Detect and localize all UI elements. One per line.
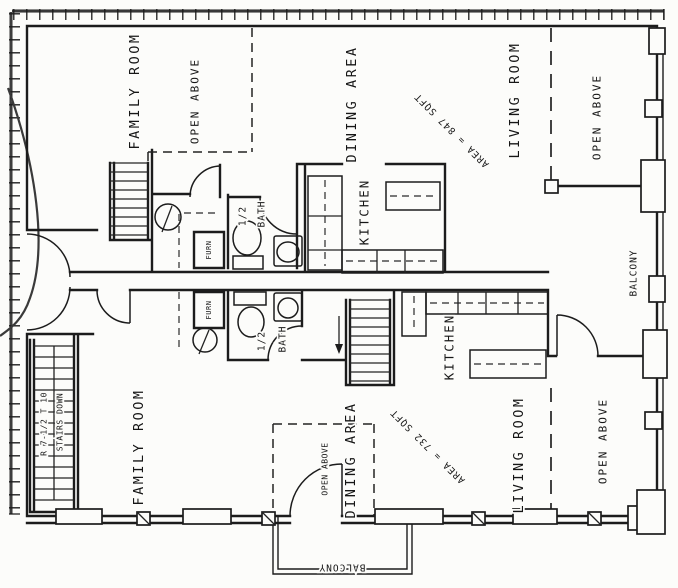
label-area-lower: AREA = 732 SQFT [388,406,467,485]
interior-walls [25,24,659,525]
upper-stairs-treads [110,162,148,236]
label-stairs-spec: R 7-1/2 T 10 [40,392,49,456]
label-open-above-lower-right: OPEN ABOVE [597,398,610,484]
upper-kitchen-counter-dividers [308,215,342,251]
right-balcony-door [556,314,599,357]
lower-kitchen-island [469,349,547,379]
right-pier [648,27,666,55]
label-bath-upper: BATH [257,201,268,228]
upper-bath-sink-base [232,255,264,270]
label-half-upper: 1/2 [238,206,249,226]
upper-kitchen-counter-base [341,249,444,274]
piers [55,27,668,535]
closet-dashes [178,212,220,348]
open-above-upper-left-boundary [147,28,253,162]
lower-bath-sink-base [233,291,267,306]
scan-artifact-curve [0,87,40,337]
lower-water-heater-mark [198,329,210,355]
balcony-rails [272,30,664,575]
label-open-above-upper-left: OPEN ABOVE [189,58,202,144]
upper-water-heater [154,203,182,231]
upper-kitchen-base-dividers [376,250,406,273]
label-furn-lower: FURN [205,301,213,320]
lower-unit-entry-door [96,289,131,324]
counter-centerlines [324,180,544,365]
dashed-lines [147,28,552,516]
bottom-pier [512,508,558,525]
label-living-upper: LIVING ROOM [507,42,523,159]
exterior-hatched-walls [9,9,665,515]
label-balcony-right: BALCONY [629,249,640,296]
upper-hall-door [189,165,222,198]
label-living-lower: LIVING ROOM [511,397,527,514]
stairs [34,162,390,501]
upper-water-heater-mark [161,205,173,233]
left-exterior-wall [9,12,20,514]
lower-kitchen-counter-top [425,291,549,315]
lower-bath-toilet-box [273,292,303,322]
label-furn-upper: FURN [205,241,213,260]
label-kitchen-upper: KITCHEN [357,179,372,246]
lower-water-heater [192,327,218,353]
label-bath-lower: BATH [278,326,289,353]
label-area-upper: AREA = 847 SQFT [412,90,491,169]
lower-bath-toilet [277,297,299,319]
bottom-balcony-door [289,463,343,517]
fixtures [154,175,549,379]
label-half-lower: 1/2 [257,331,268,351]
upper-kitchen-counter-left [307,175,343,271]
entry-door-upper-arc [26,233,71,278]
upper-bath-toilet [276,241,300,263]
divider-post [544,179,559,194]
right-pier [640,159,666,213]
label-open-above-upper-right: OPEN ABOVE [591,74,604,160]
walls [25,24,664,575]
label-balcony-bottom: BALCONY [318,562,365,573]
upper-bath-toilet-box [273,235,303,267]
right-corner-pier [636,489,666,535]
upper-bath-sink [232,220,262,256]
stairs-down-treads [34,345,74,501]
lower-bath-door [267,325,303,361]
upper-kitchen-island [385,181,441,211]
upper-bath-door [259,196,298,235]
bottom-pier [55,508,103,525]
label-stairs-down: STAIRS DOWN [56,393,65,451]
bottom-pier [374,508,444,525]
doors [26,165,599,517]
window-glyph-lines [136,511,602,526]
wall-endcaps [9,9,665,515]
right-post [644,411,663,430]
lower-bath-sink [237,306,265,338]
label-kitchen-lower: KITCHEN [442,314,457,381]
label-dining-upper: DINING AREA [344,46,360,163]
stairs-arrow-head [335,344,343,354]
entry-door-lower-arc [26,286,71,331]
open-above-bottom-boundary [272,423,375,516]
right-post [644,99,663,118]
label-open-above-bottom: OPEN ABOVE [321,442,330,495]
right-pier [642,329,668,379]
lower-kitchen-dividers [457,292,519,314]
label-family-room-upper: FAMILY ROOM [127,33,143,150]
center-stairs-treads [350,299,390,382]
right-post [648,275,666,303]
label-family-room-lower: FAMILY ROOM [131,389,147,506]
bottom-pier [182,508,232,525]
label-dining-lower: DINING AREA [343,402,359,519]
top-exterior-wall [12,9,664,20]
